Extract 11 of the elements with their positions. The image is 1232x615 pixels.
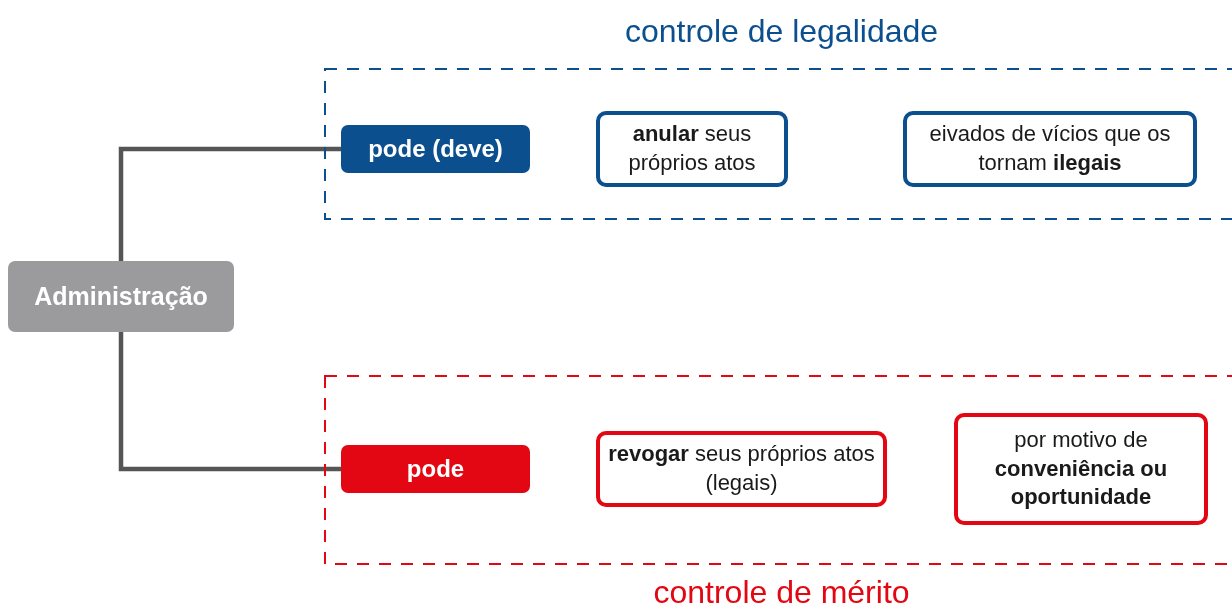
- text-box: eivados de vícios que os tornam ilegais: [903, 111, 1197, 187]
- label-box: pode: [341, 445, 530, 493]
- group-heading: controle de mérito: [652, 573, 911, 612]
- label-box: pode (deve): [341, 125, 530, 173]
- connector-line: [118, 332, 341, 472]
- group-heading: controle de legalidade: [623, 12, 940, 51]
- text-box: anular seus próprios atos: [596, 111, 788, 187]
- root-box: Administração: [8, 261, 234, 332]
- text-box: por motivo de conveniência ou oportunidade: [954, 413, 1208, 525]
- text-box: revogar seus próprios atos (legais): [596, 431, 887, 507]
- connector-line: [118, 146, 341, 261]
